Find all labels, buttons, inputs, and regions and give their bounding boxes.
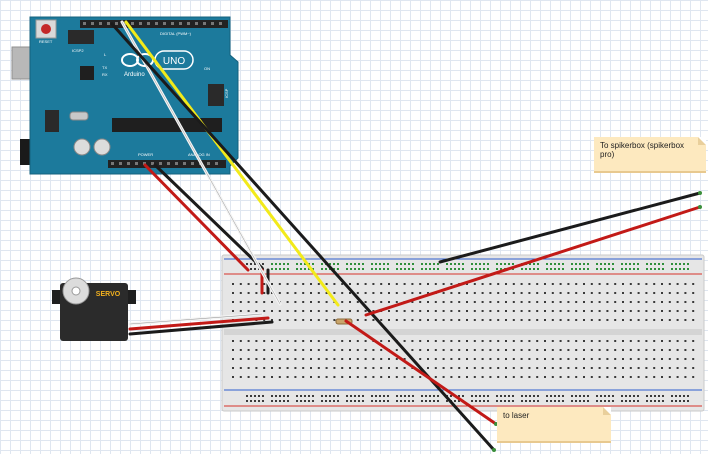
digital-label: DIGITAL (PWM~) [160, 31, 192, 36]
laser-note: to laser [497, 407, 611, 443]
laser-note-text: to laser [503, 411, 530, 420]
spikerbox-signal-wire[interactable] [364, 205, 702, 317]
power-label: POWER [138, 152, 153, 157]
usb-chip [80, 66, 94, 80]
rx-label: RX [102, 72, 108, 77]
capacitor [93, 138, 111, 156]
icsp2-label: ICSP2 [72, 48, 84, 53]
l-label: L [104, 52, 107, 57]
icsp-header [208, 84, 224, 106]
voltage-regulator [45, 110, 59, 132]
spikerbox-ground-wire[interactable] [438, 191, 702, 264]
servo-power-wire[interactable] [128, 316, 270, 331]
laser-power-wire[interactable] [344, 319, 498, 426]
digital-header [80, 20, 228, 28]
model-label: UNO [163, 56, 185, 67]
servo-label: SERVO [96, 291, 121, 298]
atmega-chip [112, 118, 222, 132]
icsp2-header [68, 30, 94, 44]
crystal [69, 111, 89, 121]
capacitor [73, 138, 91, 156]
servo-signal-wire-edge [129, 313, 263, 325]
laser-signal-wire[interactable] [124, 20, 340, 307]
spikerbox-note: To spikerbox (spikerbox pro) [594, 137, 706, 173]
tx-label: TX [102, 65, 107, 70]
icsp-label: ICSP [224, 88, 229, 98]
spikerbox-note-text: To spikerbox (spikerbox pro) [600, 141, 685, 159]
brand-label: Arduino [124, 72, 145, 78]
arduino-5v-wire[interactable] [143, 163, 250, 272]
servo-ground-wire[interactable] [128, 320, 274, 336]
breadboard [221, 254, 705, 412]
analog-label: ANALOG IN [188, 152, 210, 157]
on-label: ON [204, 66, 210, 71]
servo-control-wire-edge [121, 21, 281, 305]
servo-motor: SERVO [52, 277, 136, 341]
reset-label: RESET [39, 39, 53, 44]
arduino-gnd-wire[interactable] [153, 163, 264, 270]
wires [110, 20, 702, 452]
reset-button[interactable] [41, 24, 51, 34]
